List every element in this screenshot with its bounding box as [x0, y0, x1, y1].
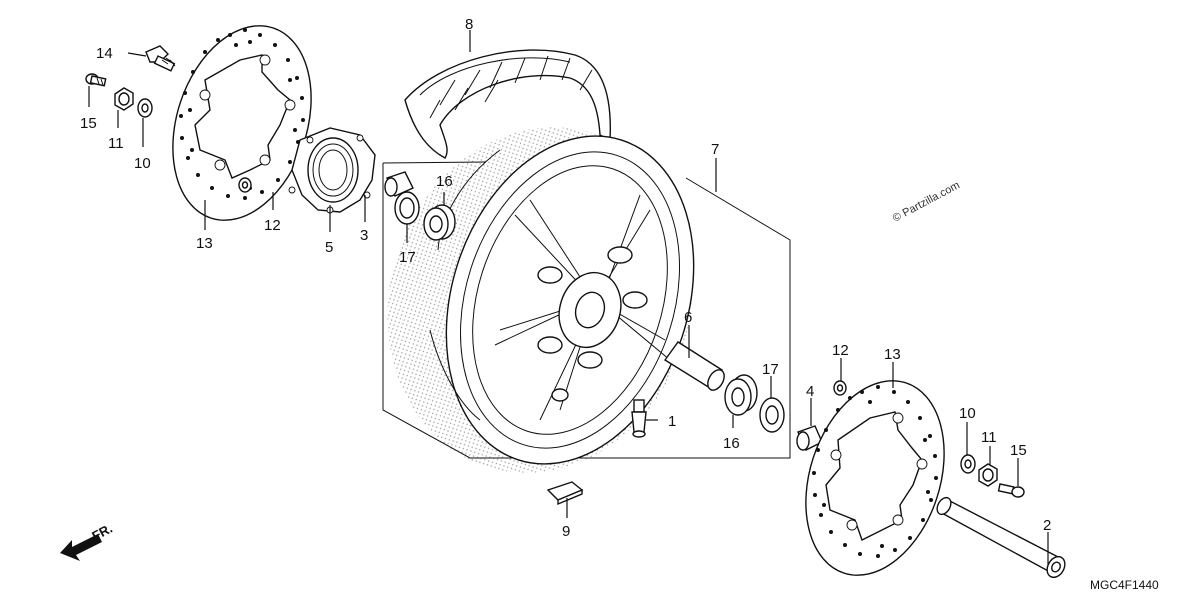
callout-11-left: 11	[108, 135, 124, 152]
callout-15-right: 15	[1010, 442, 1027, 459]
callout-10-right: 10	[959, 405, 976, 422]
callout-12-left: 12	[264, 217, 281, 234]
callout-16-upper: 16	[436, 173, 453, 190]
nut-11-left	[114, 87, 134, 111]
callout-2: 2	[1043, 517, 1051, 534]
brake-disc-right	[805, 380, 945, 576]
callout-17-upper: 17	[399, 249, 416, 266]
callout-8: 8	[465, 16, 473, 33]
washer-10-left	[137, 98, 153, 118]
distance-collar-6	[663, 341, 725, 391]
callout-6: 6	[684, 309, 692, 326]
tire	[404, 49, 612, 159]
front-direction-arrow: FR.	[60, 521, 115, 561]
brake-disc-left	[172, 25, 312, 221]
callout-17-lower: 17	[762, 361, 779, 378]
balance-weight-9	[546, 481, 584, 506]
callout-10-left: 10	[134, 155, 151, 172]
callout-14: 14	[96, 45, 113, 62]
callout-1: 1	[668, 413, 676, 430]
washer-10-right	[960, 454, 976, 474]
callout-4: 4	[806, 383, 814, 400]
diagram-code: MGC4F1440	[1090, 578, 1159, 592]
callout-13-right: 13	[884, 346, 901, 363]
pulser-ring	[288, 127, 376, 214]
axle-2	[936, 496, 1066, 579]
dust-seal-17-lower	[759, 397, 785, 433]
callout-13-left: 13	[196, 235, 213, 252]
callout-12-right: 12	[832, 342, 849, 359]
dust-seal-17-upper	[394, 191, 420, 225]
bearing-16-upper	[423, 204, 456, 241]
washer-12-right	[833, 380, 847, 396]
leader-lines	[88, 30, 1049, 565]
callouts: 14 15 11 10 13 12 5 3 17 16 8 7 6 1 16 1…	[80, 16, 1051, 540]
callout-3: 3	[360, 227, 368, 244]
callout-11-right: 11	[981, 429, 997, 446]
bolt-15-left	[85, 73, 107, 87]
washer-12-left	[238, 177, 252, 193]
callout-5: 5	[325, 239, 333, 256]
callout-15-left: 15	[80, 115, 97, 132]
collar-3	[384, 171, 414, 197]
collar-4	[796, 425, 823, 451]
bolt-15-right	[997, 483, 1025, 498]
wheel-rim	[387, 127, 695, 473]
callout-16-lower: 16	[723, 435, 740, 452]
valve-stem-1	[631, 399, 647, 438]
nut-11-right	[978, 463, 998, 487]
callout-9: 9	[562, 523, 570, 540]
watermark-text: © Partzilla.com	[891, 179, 962, 224]
bearing-16-lower	[724, 374, 758, 416]
callout-7: 7	[711, 141, 719, 158]
bolt-14	[145, 45, 176, 72]
